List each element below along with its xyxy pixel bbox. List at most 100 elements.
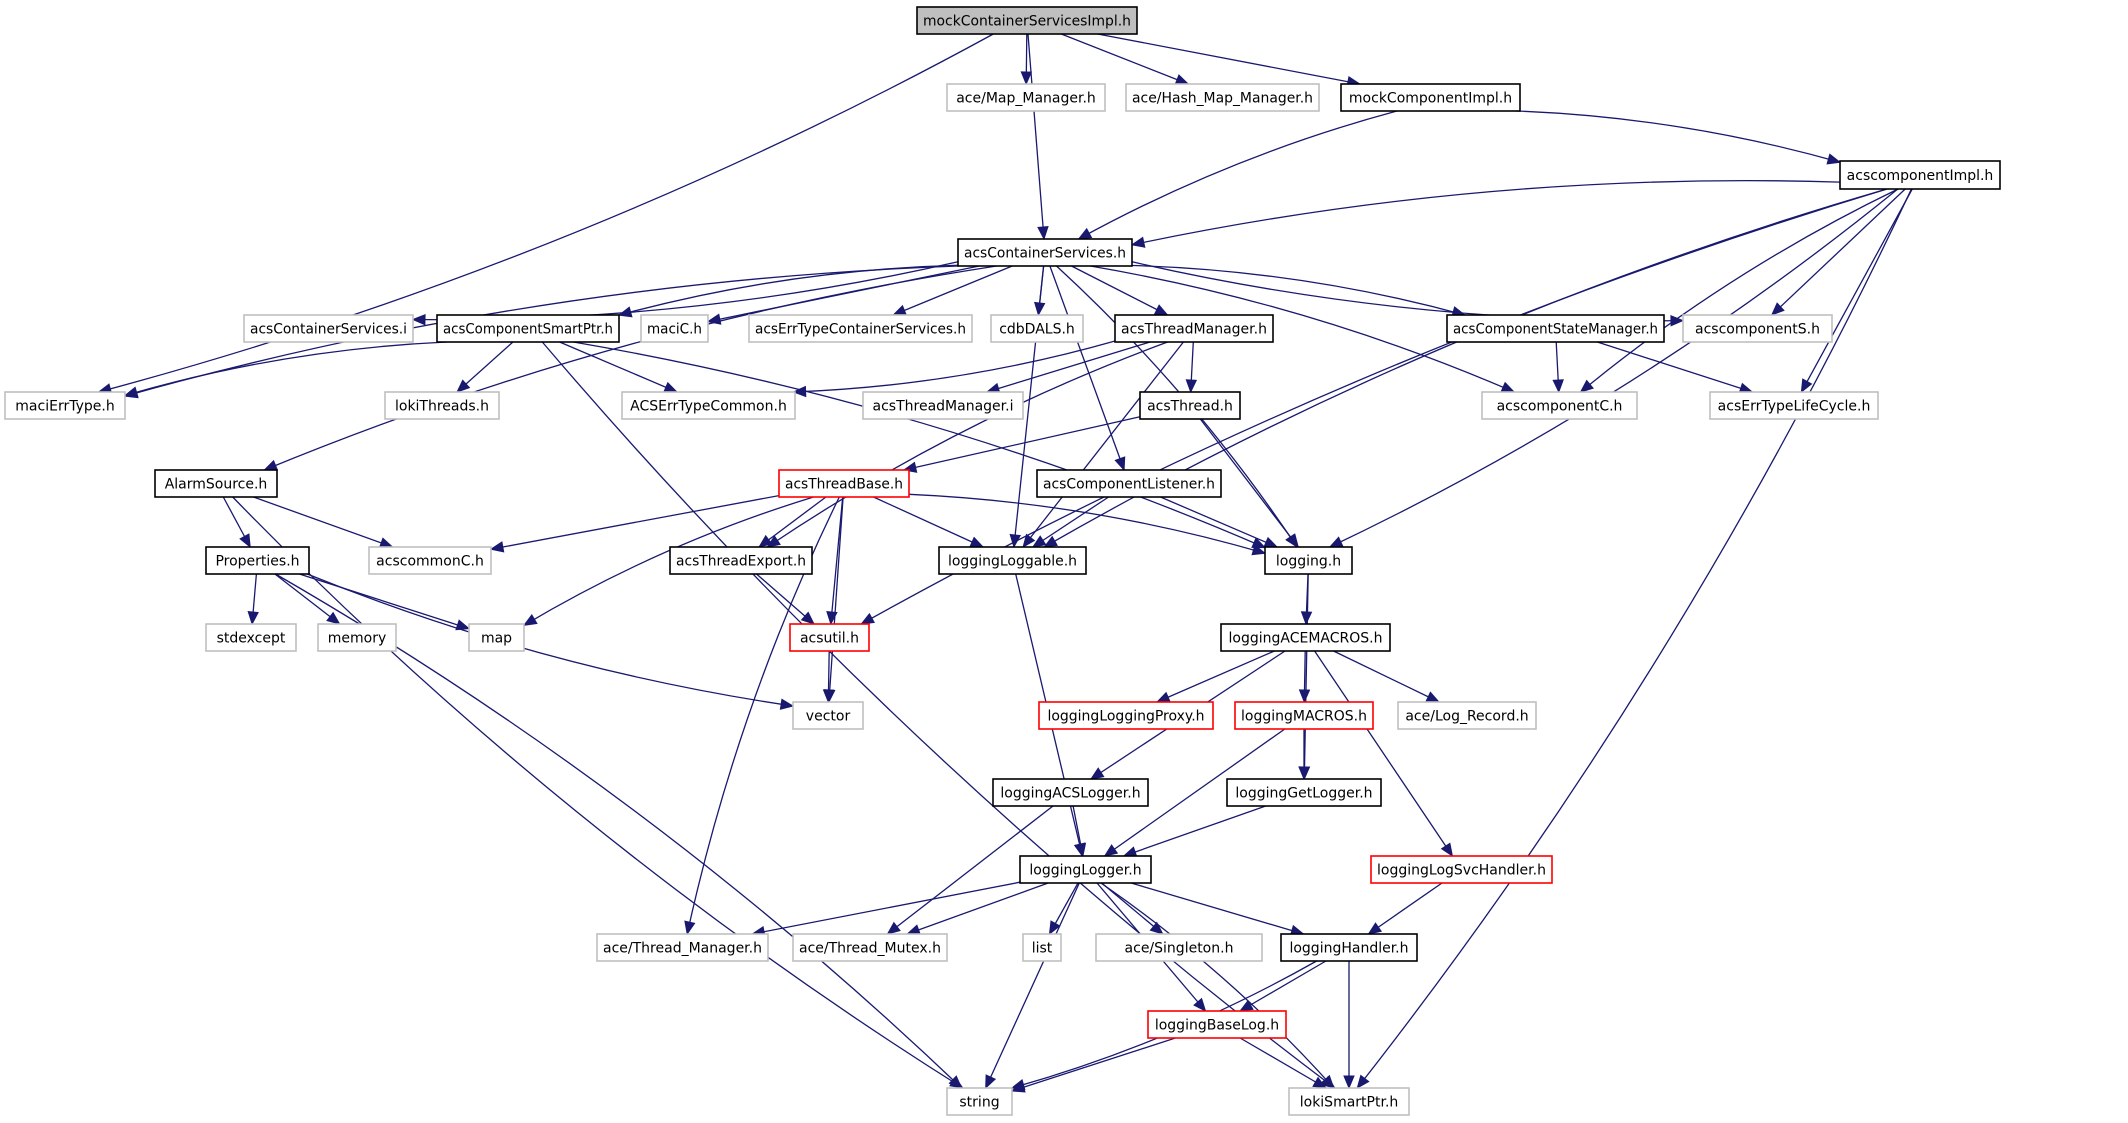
node-acscomponent-s: acscomponentS.h	[1682, 314, 1833, 343]
edge-line	[907, 882, 1049, 935]
node-alarm-source[interactable]: AlarmSource.h	[154, 469, 278, 498]
arrowhead-icon	[1321, 1074, 1335, 1089]
edge-line	[1061, 33, 1189, 85]
node-box	[384, 391, 500, 420]
edge-line	[618, 264, 959, 316]
node-logging-logging-proxy[interactable]: loggingLoggingProxy.h	[1038, 701, 1214, 730]
node-logging-base-log[interactable]: loggingBaseLog.h	[1147, 1010, 1287, 1039]
node-logging-loggable[interactable]: loggingLoggable.h	[938, 546, 1087, 575]
node-logging-acslogger[interactable]: loggingACSLogger.h	[992, 778, 1149, 807]
node-label: stdexcept	[217, 631, 286, 647]
node-ace-log-record: ace/Log_Record.h	[1397, 701, 1537, 730]
node-box	[596, 933, 769, 962]
node-box	[468, 623, 525, 652]
edge-logging-handler-to-loki-smart-ptr	[1343, 961, 1355, 1090]
arrowhead-icon	[1367, 922, 1383, 935]
node-logging-get-logger[interactable]: loggingGetLogger.h	[1226, 778, 1382, 807]
node-box	[778, 469, 910, 498]
node-acs-component-state-manager[interactable]: acsComponentStateManager.h	[1446, 314, 1665, 343]
node-box	[205, 623, 297, 652]
node-logging-log-svc-handler[interactable]: loggingLogSvcHandler.h	[1370, 855, 1553, 884]
edge-logging-logger-to-ace-singleton	[1101, 882, 1164, 935]
node-acs-component-listener[interactable]: acsComponentListener.h	[1036, 469, 1222, 498]
edge-line	[1078, 110, 1398, 240]
node-properties[interactable]: Properties.h	[205, 546, 310, 575]
edge-acs-thread-export-to-acsutil	[756, 573, 815, 625]
edge-line	[793, 340, 1116, 393]
edge-line	[573, 341, 1266, 549]
node-label: maciC.h	[647, 322, 702, 338]
node-label: acsComponentListener.h	[1043, 477, 1215, 493]
node-mock-component-impl[interactable]: mockComponentImpl.h	[1340, 83, 1521, 112]
arrowhead-icon	[969, 536, 985, 548]
node-vector: vector	[792, 701, 864, 730]
edge-properties-to-stdexcept	[247, 573, 259, 626]
edge-acs-component-listener-to-logging-loggable	[1031, 496, 1109, 548]
node-acs-thread-export[interactable]: acsThreadExport.h	[669, 546, 813, 575]
edge-acs-thread-base-to-logging	[908, 493, 1267, 556]
node-box	[243, 314, 414, 343]
node-box	[1220, 623, 1391, 652]
edge-line	[1100, 882, 1335, 1089]
edge-line	[1097, 33, 1360, 85]
edge-acs-thread-to-logging	[1199, 418, 1299, 549]
arrowhead-icon	[1010, 1081, 1026, 1093]
node-acs-thread-base[interactable]: acsThreadBase.h	[778, 469, 910, 498]
edge-line	[887, 805, 1054, 935]
node-label: mockContainerServicesImpl.h	[923, 14, 1131, 30]
node-acs-thread-manager[interactable]: acsThreadManager.h	[1114, 314, 1274, 343]
node-label: acsErrTypeContainerServices.h	[755, 322, 966, 338]
arrowhead-icon	[1238, 999, 1254, 1012]
edge-logging-logger-to-string	[985, 882, 1080, 1090]
node-box	[862, 391, 1024, 420]
edge-properties-to-memory	[274, 573, 341, 625]
edge-line	[1027, 33, 1045, 240]
edge-logging-logger-to-list	[1048, 882, 1079, 936]
node-acscomponent-impl[interactable]: acscomponentImpl.h	[1839, 160, 2001, 190]
node-acs-thread[interactable]: acsThread.h	[1139, 391, 1241, 420]
arrowhead-icon	[1074, 842, 1087, 858]
edge-acscomponent-impl-to-acs-err-type-life-cycle	[1800, 188, 1913, 394]
node-box	[916, 6, 1138, 35]
node-logging-handler[interactable]: loggingHandler.h	[1280, 933, 1418, 962]
node-box	[1280, 933, 1418, 962]
edge-line	[1104, 728, 1286, 857]
node-acsutil[interactable]: acsutil.h	[789, 623, 870, 652]
node-mock-container-services-impl[interactable]: mockContainerServicesImpl.h	[916, 6, 1138, 35]
node-box	[669, 546, 813, 575]
arrowhead-icon	[522, 614, 538, 626]
node-label: mockComponentImpl.h	[1349, 91, 1512, 107]
node-label: loggingLogSvcHandler.h	[1377, 863, 1546, 879]
edge-line	[1199, 418, 1299, 548]
node-ace-thread-mutex: ace/Thread_Mutex.h	[792, 933, 948, 962]
node-logging-logger[interactable]: loggingLogger.h	[1019, 855, 1152, 884]
node-box	[1095, 933, 1263, 962]
node-label: loggingLoggingProxy.h	[1047, 709, 1204, 725]
edge-line	[986, 341, 1151, 393]
node-list: list	[1022, 933, 1062, 962]
node-memory: memory	[317, 623, 397, 652]
node-acscommon-c: acscommonC.h	[368, 546, 492, 575]
edge-line	[1049, 265, 1125, 471]
node-ace-thread-manager: ace/Thread_Manager.h	[596, 933, 769, 962]
arrowhead-icon	[123, 386, 139, 398]
arrowhead-icon	[1149, 921, 1164, 935]
node-string: string	[946, 1087, 1013, 1116]
node-label: logging.h	[1276, 554, 1341, 570]
node-logging-macros[interactable]: loggingMACROS.h	[1234, 701, 1374, 730]
node-acs-container-services[interactable]: acsContainerServices.h	[957, 238, 1133, 267]
arrowhead-icon	[1440, 842, 1454, 858]
arrowhead-icon	[1251, 544, 1267, 556]
node-label: acsErrTypeLifeCycle.h	[1718, 399, 1871, 415]
edge-line	[1239, 1037, 1327, 1089]
edge-logging-macros-to-logging-logger	[1103, 728, 1286, 857]
arrowhead-icon	[1263, 536, 1279, 548]
node-logging-acemacros[interactable]: loggingACEMACROS.h	[1220, 623, 1391, 652]
node-box	[1839, 160, 2001, 190]
edge-line	[1800, 188, 1913, 393]
node-acs-component-smart-ptr[interactable]: acsComponentSmartPtr.h	[436, 314, 620, 343]
node-box	[205, 546, 310, 575]
arrowhead-icon	[1328, 536, 1344, 548]
node-logging[interactable]: logging.h	[1264, 546, 1353, 575]
arrowhead-icon	[1826, 153, 1842, 165]
